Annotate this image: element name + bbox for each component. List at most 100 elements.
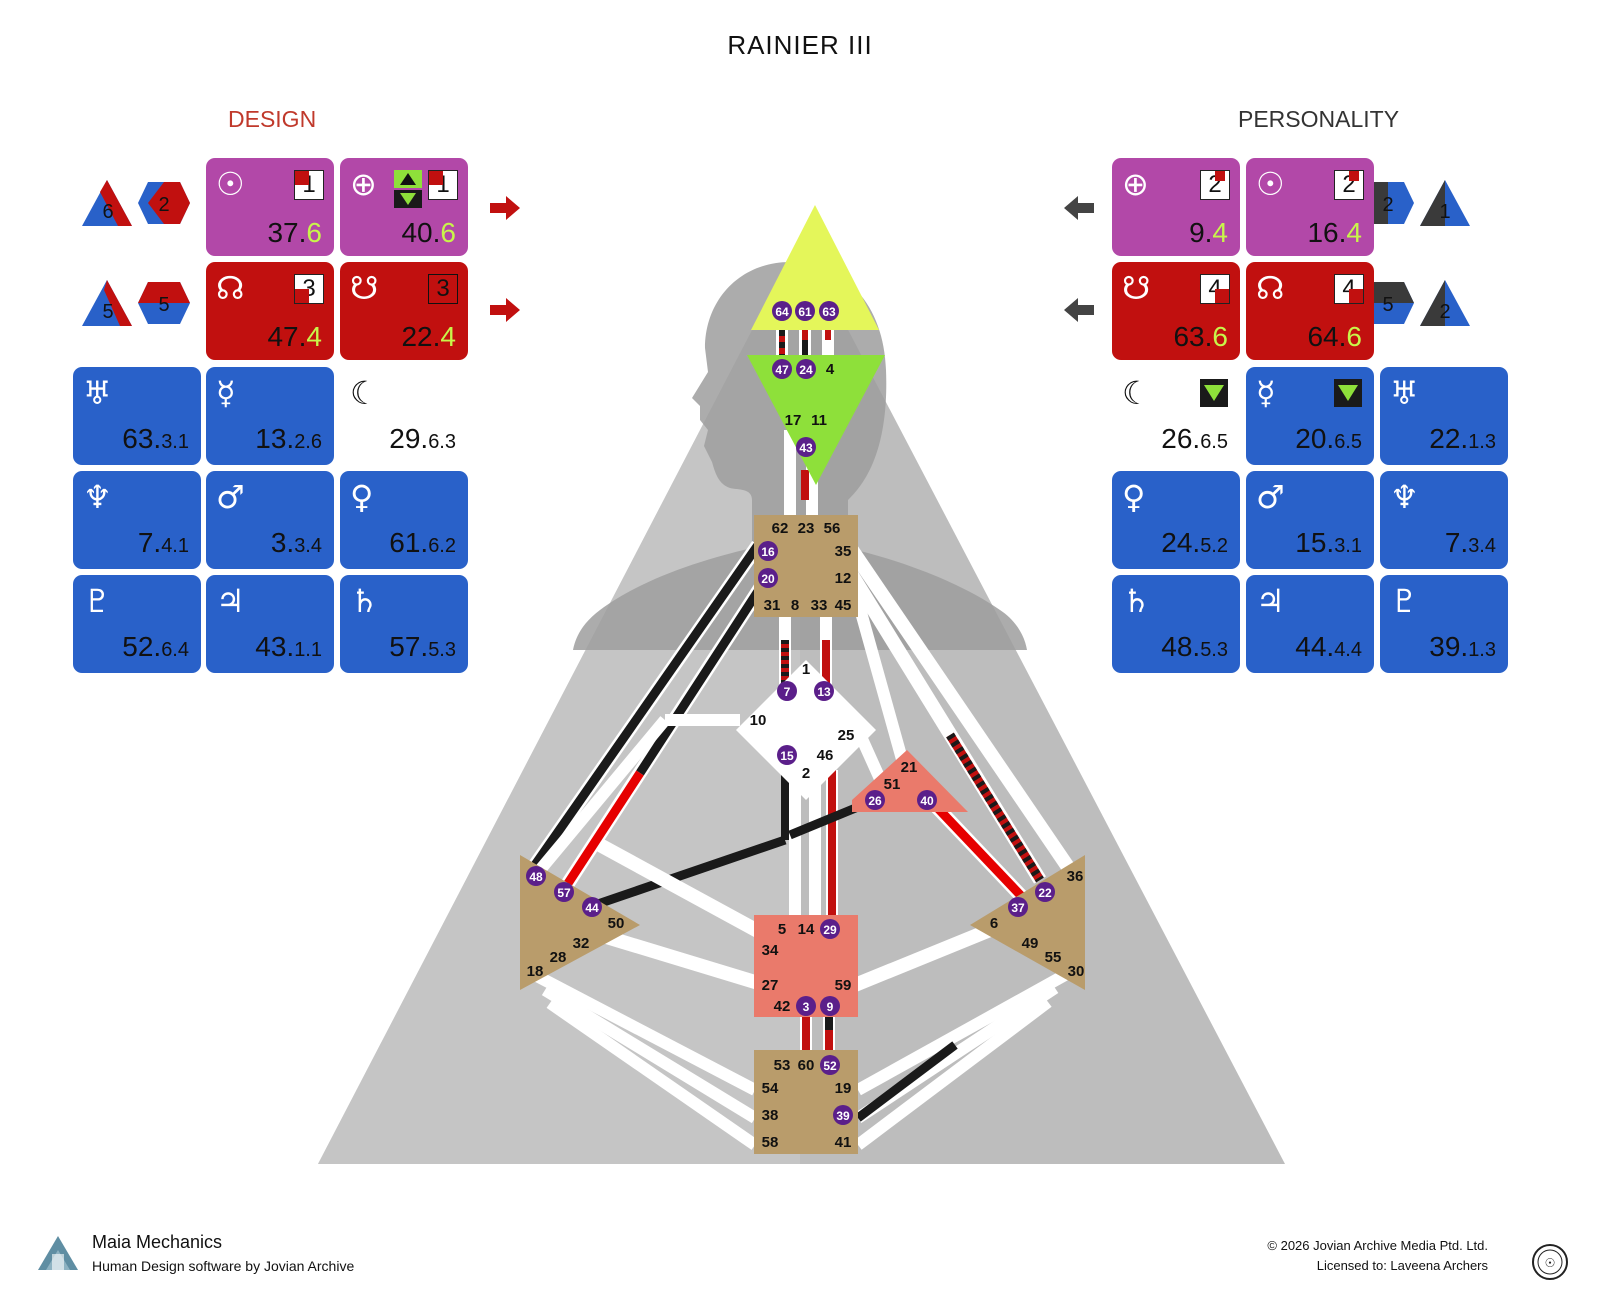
design-uranus-card[interactable]: ♅ 63.3.1 xyxy=(73,367,201,465)
gate-2: 2 xyxy=(802,765,810,782)
sun-icon: ☉ xyxy=(216,165,245,203)
venus-icon: ♀ xyxy=(350,478,374,516)
svg-text:43: 43 xyxy=(799,441,813,455)
personality-moon-card[interactable]: ☾ 26.6.5 xyxy=(1122,374,1228,454)
gate-9: 9 xyxy=(820,996,840,1016)
svg-text:39: 39 xyxy=(836,1109,850,1123)
svg-text:13: 13 xyxy=(817,685,831,699)
svg-text:☉: ☉ xyxy=(1545,1256,1556,1270)
brand-tagline: Human Design software by Jovian Archive xyxy=(92,1258,355,1274)
gate-64: 64 xyxy=(772,301,792,321)
neptune-icon: ♆ xyxy=(83,478,112,516)
personality-jupiter-card[interactable]: ♃ 44.4.4 xyxy=(1246,575,1374,673)
personality-mercury-card[interactable]: ☿ 20.6.5 xyxy=(1246,367,1374,465)
footer-copyright: © 2026 Jovian Archive Media Ptd. Ltd. Li… xyxy=(1267,1236,1488,1276)
saturn-icon: ♄ xyxy=(1122,582,1151,620)
design-neptune-card[interactable]: ♆ 7.4.1 xyxy=(73,471,201,569)
personality-earth-card[interactable]: ⊕ 2 9.4 xyxy=(1112,158,1240,256)
svg-text:5: 5 xyxy=(1382,294,1393,316)
svg-text:24: 24 xyxy=(799,363,813,377)
gate-54: 54 xyxy=(762,1080,779,1097)
gate-11: 11 xyxy=(811,412,827,429)
gate-51: 51 xyxy=(884,776,901,793)
gate-5: 5 xyxy=(778,921,786,938)
background-highlight xyxy=(318,238,800,1164)
gate-17: 17 xyxy=(785,412,802,429)
svg-text:5: 5 xyxy=(158,294,169,316)
svg-text:6: 6 xyxy=(102,201,113,223)
personality-south-node-card[interactable]: ☋ 4 63.6 xyxy=(1112,262,1240,360)
gate-55: 55 xyxy=(1045,949,1062,966)
gate-24: 24 xyxy=(796,359,816,379)
personality-sun-card[interactable]: ☉ 2 16.4 xyxy=(1246,158,1374,256)
spleen-center xyxy=(520,855,640,990)
design-north-node-color-box: 3 xyxy=(294,274,324,304)
personality-variable-bottom-left: 5 xyxy=(1362,282,1414,324)
gate-23: 23 xyxy=(798,520,815,537)
gate-48: 48 xyxy=(526,866,546,886)
earth-icon: ⊕ xyxy=(350,165,377,203)
gate-45: 45 xyxy=(835,597,852,614)
gate-41: 41 xyxy=(835,1134,852,1151)
design-mars-card[interactable]: ♂ 3.3.4 xyxy=(206,471,334,569)
gate-7: 7 xyxy=(777,681,797,701)
gate-50: 50 xyxy=(608,915,625,932)
svg-text:9: 9 xyxy=(827,1000,834,1014)
svg-text:63: 63 xyxy=(822,305,836,319)
saturn-icon: ♄ xyxy=(350,582,379,620)
gate-58: 58 xyxy=(762,1134,779,1151)
gate-1: 1 xyxy=(802,661,810,678)
gate-12: 12 xyxy=(835,570,852,587)
design-venus-card[interactable]: ♀ 61.6.2 xyxy=(340,471,468,569)
gate-3: 3 xyxy=(796,996,816,1016)
svg-text:64: 64 xyxy=(775,305,789,319)
design-south-node-color-box: 3 xyxy=(428,274,458,304)
design-variable-bottom-left: 5 xyxy=(82,280,132,326)
personality-uranus-card[interactable]: ♅ 22.1.3 xyxy=(1380,367,1508,465)
design-sun-card[interactable]: ☉ 1 37.6 xyxy=(206,158,334,256)
gate-8: 8 xyxy=(791,597,799,614)
personality-sun-color-box: 2 xyxy=(1334,170,1364,200)
svg-text:15: 15 xyxy=(780,749,794,763)
design-variable-top-left: 6 xyxy=(82,180,132,226)
design-mercury-card[interactable]: ☿ 13.2.6 xyxy=(206,367,334,465)
design-south-node-card[interactable]: ☋ 3 22.4 xyxy=(340,262,468,360)
personality-north-node-card[interactable]: ☊ 4 64.6 xyxy=(1246,262,1374,360)
design-north-node-card[interactable]: ☊ 3 47.4 xyxy=(206,262,334,360)
gate-34: 34 xyxy=(762,942,779,959)
gate-37: 37 xyxy=(1008,897,1028,917)
copyright-text: © 2026 Jovian Archive Media Ptd. Ltd. xyxy=(1267,1238,1488,1253)
design-pluto-card[interactable]: ♇ 52.6.4 xyxy=(73,575,201,673)
brand-name: Maia Mechanics xyxy=(92,1232,223,1252)
gate-52: 52 xyxy=(820,1055,840,1075)
gate-14: 14 xyxy=(798,921,815,938)
gate-26: 26 xyxy=(865,790,885,810)
design-jupiter-card[interactable]: ♃ 43.1.1 xyxy=(206,575,334,673)
personality-venus-card[interactable]: ♀ 24.5.2 xyxy=(1112,471,1240,569)
uranus-icon: ♅ xyxy=(1390,374,1419,412)
gate-57: 57 xyxy=(554,882,574,902)
svg-text:47: 47 xyxy=(775,363,789,377)
jupiter-icon: ♃ xyxy=(1256,582,1285,620)
gate-61: 61 xyxy=(795,301,815,321)
design-saturn-card[interactable]: ♄ 57.5.3 xyxy=(340,575,468,673)
gate-59: 59 xyxy=(835,977,852,994)
design-column-label: DESIGN xyxy=(228,106,317,132)
gate-32: 32 xyxy=(573,935,590,952)
jovian-archive-logo-icon: ☉ xyxy=(1532,1244,1568,1280)
personality-neptune-card[interactable]: ♆ 7.3.4 xyxy=(1380,471,1508,569)
design-earth-card[interactable]: ⊕ 1 40.6 xyxy=(340,158,468,256)
gate-28: 28 xyxy=(550,949,567,966)
svg-text:40: 40 xyxy=(920,794,934,808)
personality-variable-top-right: 1 xyxy=(1420,180,1470,226)
mars-icon: ♂ xyxy=(1256,478,1285,516)
design-moon-card[interactable]: ☾ 29.6.3 xyxy=(350,374,456,454)
gate-40: 40 xyxy=(917,790,937,810)
gate-56: 56 xyxy=(824,520,841,537)
personality-arrow-top-icon xyxy=(1064,196,1094,220)
personality-pluto-card[interactable]: ♇ 39.1.3 xyxy=(1380,575,1508,673)
personality-arrow-bottom-icon xyxy=(1064,298,1094,322)
personality-saturn-card[interactable]: ♄ 48.5.3 xyxy=(1112,575,1240,673)
personality-mars-card[interactable]: ♂ 15.3.1 xyxy=(1246,471,1374,569)
